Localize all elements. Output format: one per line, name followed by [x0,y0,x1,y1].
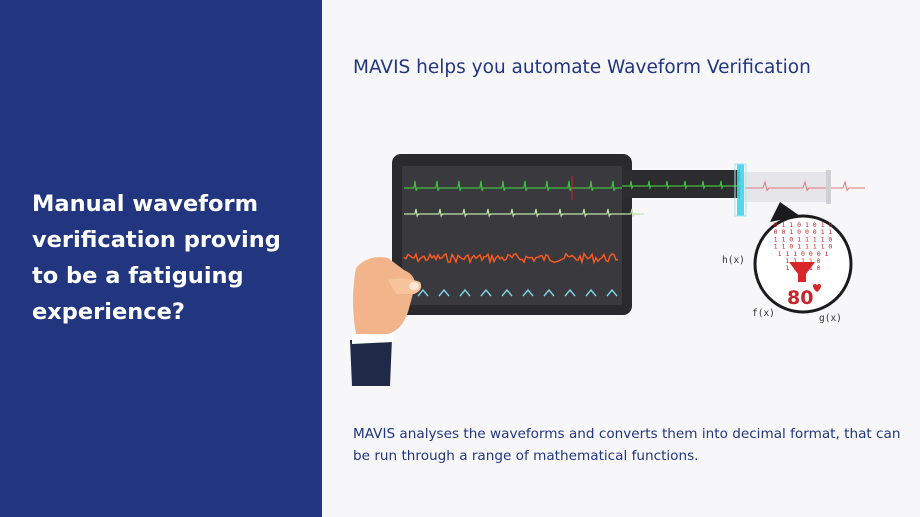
sleeve [350,338,392,386]
strip-dark [622,170,740,198]
headline-question: Manual waveform verification proving to … [32,191,281,325]
scanner-glow [734,163,747,217]
funnel-icon [789,262,815,282]
tablet [392,154,644,315]
binary-row: 1 1 0 1 1 1 1 0 [774,235,833,243]
strip-light [743,172,829,202]
ecg-trace-green [404,180,624,192]
binary-row: 1 1 1 0 0 0 1 [778,250,829,258]
binary-row: 0 1 1 0 1 0 1 0 [774,221,833,229]
palm [353,257,415,334]
waveform-strip [622,163,865,217]
binary-row: 1 1 0 1 1 1 1 0 [774,243,833,251]
scanner-bar [737,164,744,216]
binary-row: 1 1 1 1 0 [785,257,820,265]
left-panel: Manual waveform verification proving to … [0,0,322,517]
strip-trace-red [745,180,865,192]
hand [353,257,422,334]
function-label-g: g(x) [819,313,842,324]
arm [350,330,394,386]
section-description: MAVIS analyses the waveforms and convert… [353,426,901,464]
tablet-screen [402,166,622,305]
section-heading: MAVIS helps you automate Waveform Verifi… [353,57,811,78]
thumbnail [409,282,419,290]
function-label-h: h(x) [722,255,745,266]
binary-row: 0 0 1 0 0 0 1 1 [774,228,833,236]
magnifier: 0 1 1 0 1 0 1 00 0 1 0 0 0 1 11 1 0 1 1 … [753,202,853,314]
readout-value: 80 [787,287,813,309]
function-label-f: f(x) [752,308,775,319]
strip-trace [622,180,748,191]
ecg-trace-light [404,208,644,218]
noise-trace-orange [403,251,619,265]
heart-icon [813,284,821,292]
strip-end [826,170,831,204]
